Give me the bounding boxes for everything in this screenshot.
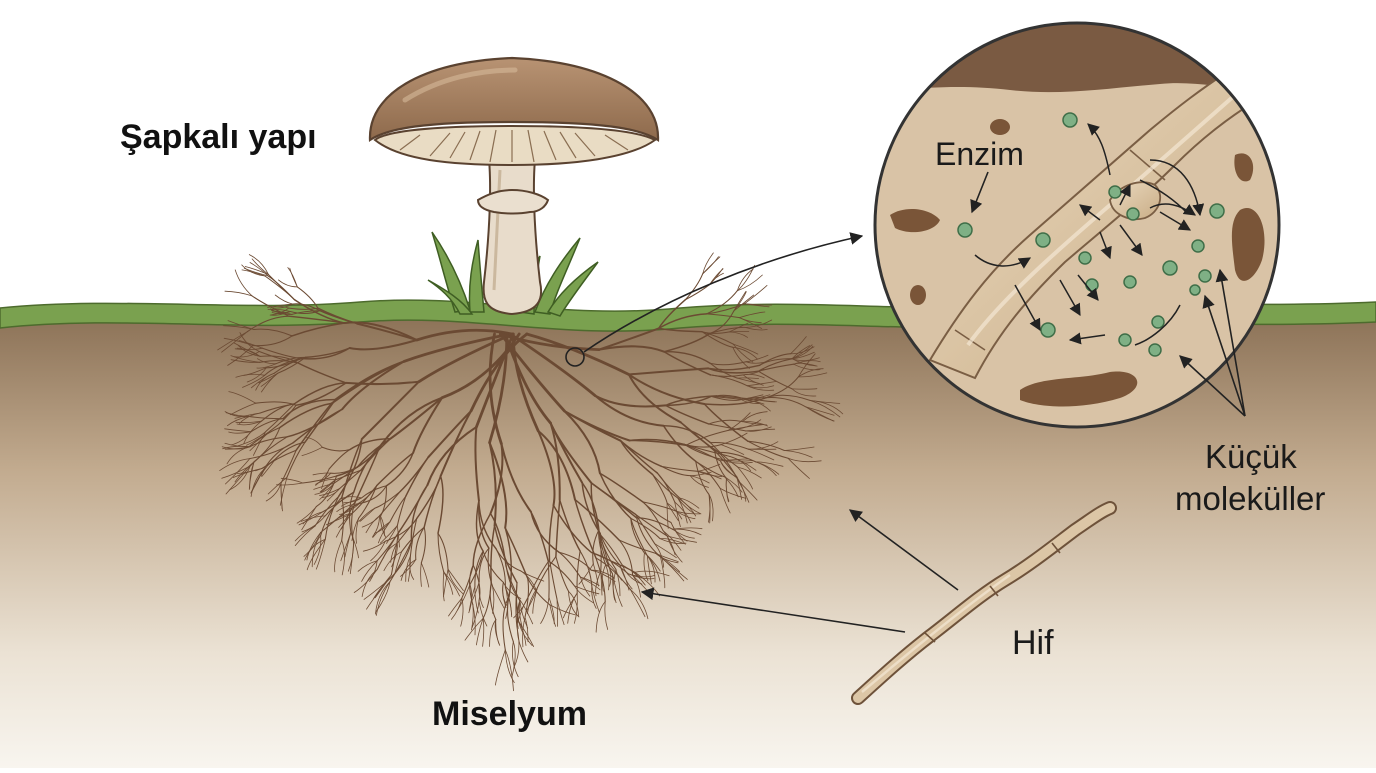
label-small-molecules-1: Küçük bbox=[1205, 438, 1297, 475]
mycelium-branch bbox=[686, 285, 710, 300]
mycelium-branch bbox=[745, 285, 767, 303]
mushroom bbox=[370, 58, 658, 314]
mycelium-branch bbox=[703, 257, 720, 274]
mycelium-branch bbox=[686, 274, 703, 300]
label-mycelium: Miselyum bbox=[432, 695, 587, 733]
mycelium-branch bbox=[235, 270, 252, 296]
mushroom-stem bbox=[484, 150, 542, 314]
mycelium-branch bbox=[703, 253, 714, 274]
label-small-molecules-2: moleküller bbox=[1175, 480, 1325, 517]
label-hypha: Hif bbox=[1012, 624, 1054, 662]
mycelium-branch bbox=[265, 276, 294, 300]
mushroom-gills bbox=[375, 126, 655, 165]
mycelium-branch bbox=[275, 295, 293, 304]
label-cap-structure: Şapkalı yapı bbox=[120, 118, 317, 156]
mushroom-ring bbox=[478, 190, 548, 214]
label-enzyme: Enzim bbox=[935, 136, 1024, 172]
